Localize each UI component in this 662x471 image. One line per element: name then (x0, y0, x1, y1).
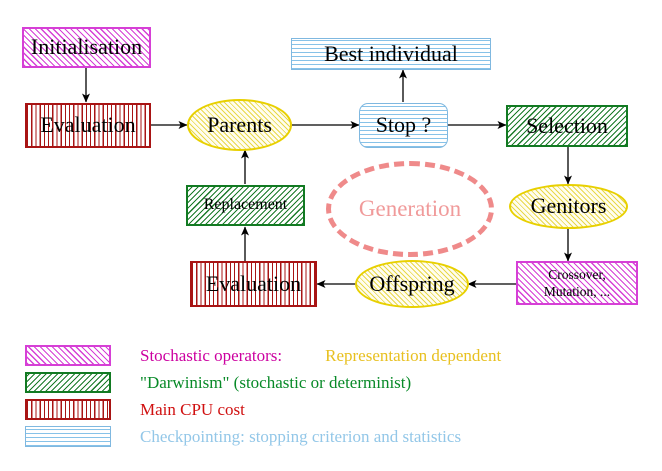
node-best-individual[interactable]: Best individual (291, 38, 491, 70)
legend-row-main-cpu-cost: Main CPU cost (25, 399, 245, 420)
node-crossover-mutation[interactable]: Crossover, Mutation, ... (516, 261, 638, 305)
legend-label-main-cpu-cost: Main CPU cost (140, 399, 245, 419)
legend-label-stochastic-operators: Stochastic operators: (140, 345, 283, 365)
legend-label-checkpointing: Checkpointing: stopping criterion and st… (140, 426, 462, 446)
legend-label-darwinism: "Darwinism" (stochastic or determinist) (140, 372, 412, 392)
node-generation-label: Generation (358, 196, 462, 221)
node-stop-label: Stop ? (375, 112, 432, 138)
node-selection-label: Selection (526, 112, 608, 138)
node-parents-label: Parents (207, 111, 272, 137)
node-genitors-label: Genitors (530, 193, 607, 219)
node-offspring[interactable]: Offspring (355, 260, 469, 308)
node-generation-boundary: Generation (326, 161, 494, 257)
node-replacement-label: Replacement (203, 196, 288, 214)
legend-label-representation-dependent: Representation dependent (325, 345, 502, 365)
node-evaluation-top-label: Evaluation (40, 112, 136, 138)
legend-swatch-green-diagonal-hatch (25, 372, 111, 393)
node-evaluation-bottom-label: Evaluation (205, 270, 302, 296)
legend-row-checkpointing: Checkpointing: stopping criterion and st… (25, 426, 461, 447)
node-initialisation[interactable]: Initialisation (22, 27, 151, 68)
node-evaluation-bottom[interactable]: Evaluation (190, 261, 317, 307)
legend-swatch-red-vertical-hatch (25, 399, 111, 420)
legend-row-stochastic-operators: Stochastic operators: Representation dep… (25, 345, 501, 366)
node-parents[interactable]: Parents (187, 99, 292, 151)
node-selection[interactable]: Selection (506, 105, 628, 147)
node-replacement[interactable]: Replacement (186, 185, 305, 226)
legend-swatch-blue-horizontal-hatch (25, 426, 111, 447)
node-crossover-mutation-label: Crossover, Mutation, ... (543, 266, 611, 299)
node-evaluation-top[interactable]: Evaluation (25, 103, 151, 148)
legend-swatch-magenta-diagonal-hatch (25, 345, 111, 366)
node-best-individual-label: Best individual (324, 40, 458, 66)
node-genitors[interactable]: Genitors (509, 184, 628, 229)
node-initialisation-label: Initialisation (30, 34, 143, 60)
node-stop[interactable]: Stop ? (359, 103, 448, 148)
legend-row-darwinism: "Darwinism" (stochastic or determinist) (25, 372, 411, 393)
node-offspring-label: Offspring (369, 270, 455, 296)
